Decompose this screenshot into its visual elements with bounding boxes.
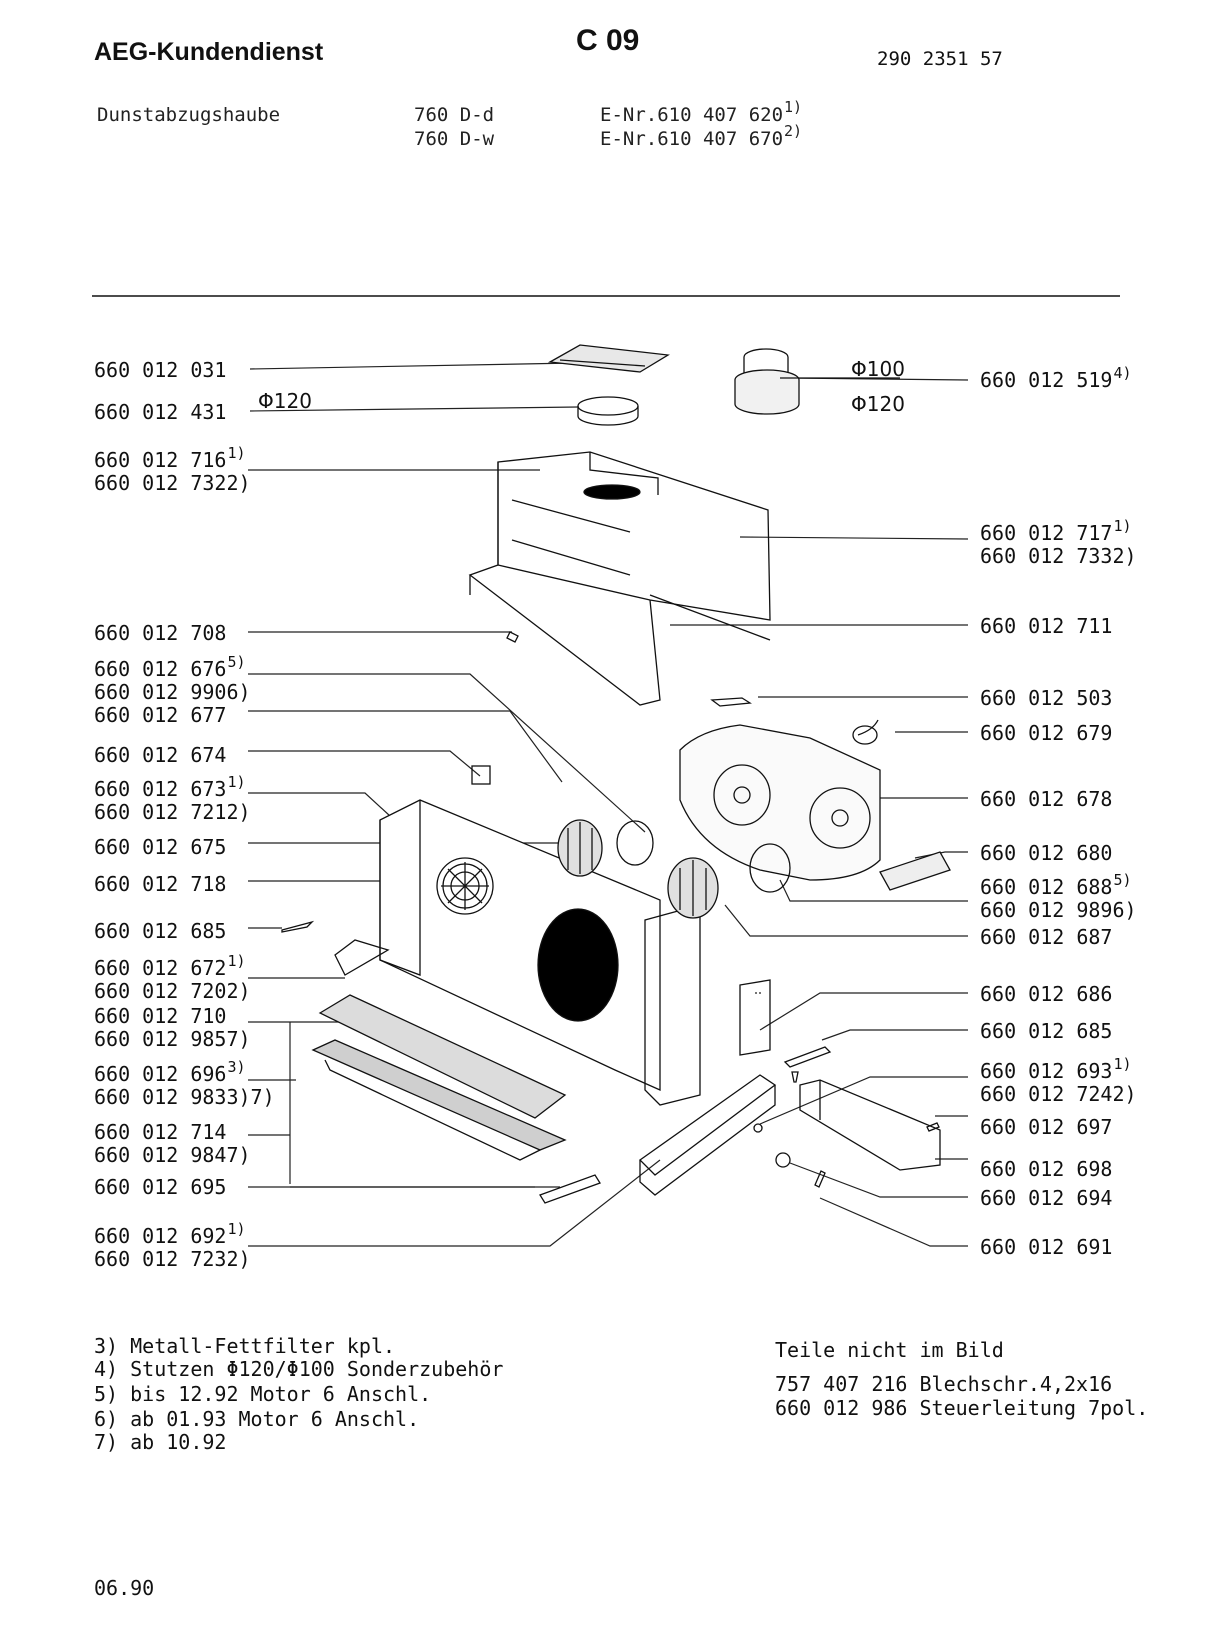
part-number: 660 012 9906) <box>94 680 251 704</box>
part-number: 660 012 5194) <box>980 364 1132 392</box>
part-number: 660 012 695 <box>94 1175 227 1199</box>
parts-not-shown-item: 660 012 986 Steuerleitung 7pol. <box>775 1396 1149 1420</box>
footnote: 3) Metall-Fettfilter kpl. <box>94 1334 396 1358</box>
part-number: 660 012 718 <box>94 872 227 896</box>
part-number: 660 012 677 <box>94 703 227 727</box>
dimension-phi120-right: Φ120 <box>851 392 905 416</box>
part-number: 660 012 7322) <box>94 471 251 495</box>
part-number: 660 012 691 <box>980 1235 1113 1259</box>
product-name: Dunstabzugshaube <box>97 104 281 126</box>
dimension-phi100: Φ100 <box>851 357 905 381</box>
part-number: 660 012 7332) <box>980 544 1137 568</box>
part-number: 660 012 674 <box>94 743 227 767</box>
part-number: 660 012 6731) <box>94 773 246 801</box>
part-number: 660 012 685 <box>94 919 227 943</box>
footer-date: 06.90 <box>94 1576 155 1600</box>
part-number: 660 012 698 <box>980 1157 1113 1181</box>
part-number: 660 012 678 <box>980 787 1113 811</box>
dimension-phi120-left: Φ120 <box>258 389 312 413</box>
footnote: 7) ab 10.92 <box>94 1430 227 1454</box>
part-number: 660 012 697 <box>980 1115 1113 1139</box>
part-number: 660 012 6931) <box>980 1055 1132 1083</box>
part-number: 660 012 7242) <box>980 1082 1137 1106</box>
parts-not-shown-title: Teile nicht im Bild <box>775 1338 1004 1362</box>
parts-not-shown-item: 757 407 216 Blechschr.4,2x16 <box>775 1372 1113 1396</box>
part-number: 660 012 9857) <box>94 1027 251 1051</box>
part-number: 660 012 710 <box>94 1004 227 1028</box>
model-2: 760 D-w <box>414 128 495 150</box>
part-number: 660 012 679 <box>980 721 1113 745</box>
part-number: 660 012 7232) <box>94 1247 251 1271</box>
model-1: 760 D-d <box>414 104 495 126</box>
part-number: 660 012 694 <box>980 1186 1113 1210</box>
part-number: 660 012 708 <box>94 621 227 645</box>
part-number: 660 012 431 <box>94 400 227 424</box>
part-number: 660 012 9833)7) <box>94 1085 275 1109</box>
part-number: 660 012 686 <box>980 982 1113 1006</box>
part-number: 660 012 7161) <box>94 444 246 472</box>
e-number-2: E-Nr.610 407 6702) <box>600 122 803 150</box>
part-number: 660 012 6963) <box>94 1058 246 1086</box>
e-number-1: E-Nr.610 407 6201) <box>600 98 803 126</box>
part-number: 660 012 711 <box>980 614 1113 638</box>
part-number: 660 012 9847) <box>94 1143 251 1167</box>
hood-parts <box>281 344 951 1204</box>
part-number: 660 012 7202) <box>94 979 251 1003</box>
part-number: 660 012 685 <box>980 1019 1113 1043</box>
part-number: 660 012 675 <box>94 835 227 859</box>
page-code: C 09 <box>576 24 640 57</box>
footnote: 5) bis 12.92 Motor 6 Anschl. <box>94 1382 432 1406</box>
part-number: 660 012 7212) <box>94 800 251 824</box>
part-number: 660 012 7171) <box>980 517 1132 545</box>
part-number: 660 012 6885) <box>980 871 1132 899</box>
part-number: 660 012 6921) <box>94 1220 246 1248</box>
part-number: 660 012 503 <box>980 686 1113 710</box>
part-number: 660 012 6721) <box>94 952 246 980</box>
part-number: 660 012 714 <box>94 1120 227 1144</box>
footnote: 6) ab 01.93 Motor 6 Anschl. <box>94 1407 420 1431</box>
part-number: 660 012 6765) <box>94 653 246 681</box>
footnote: 4) Stutzen Φ120/Φ100 Sonderzubehör <box>94 1357 504 1381</box>
part-number: 660 012 687 <box>980 925 1113 949</box>
document-number: 290 2351 57 <box>877 48 1003 70</box>
part-number: 660 012 031 <box>94 358 227 382</box>
brand-title: AEG-Kundendienst <box>94 38 324 66</box>
part-number: 660 012 9896) <box>980 898 1137 922</box>
part-number: 660 012 680 <box>980 841 1113 865</box>
